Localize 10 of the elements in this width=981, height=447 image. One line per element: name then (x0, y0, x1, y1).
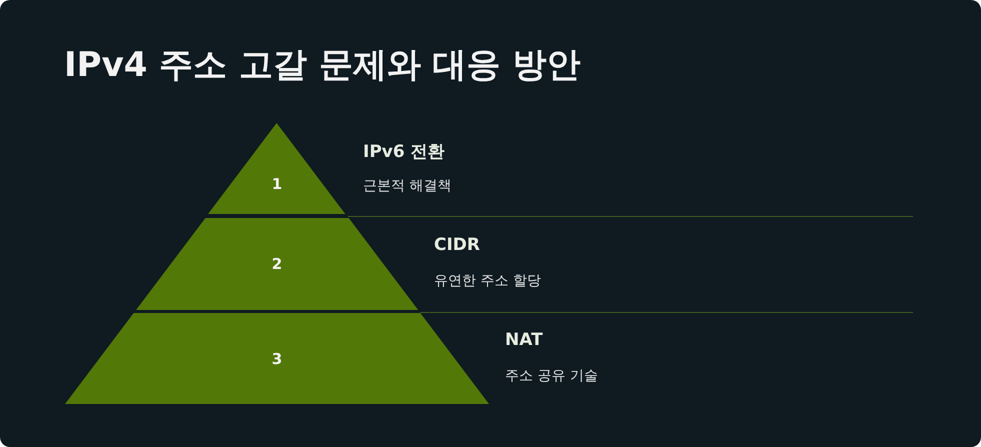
tier-heading: CIDR (434, 235, 480, 255)
tier-number: 3 (272, 350, 282, 368)
tier-number: 1 (272, 174, 282, 192)
tier-heading: IPv6 전환 (363, 141, 445, 163)
tier-description: 근본적 해결책 (363, 177, 452, 195)
tier-description: 유연한 주소 할당 (434, 272, 541, 290)
tier-number: 2 (272, 255, 282, 273)
tier-heading: NAT (505, 330, 543, 350)
title: IPv4 주소 고갈 문제와 대응 방안 (64, 44, 581, 87)
tier-description: 주소 공유 기술 (505, 367, 598, 385)
